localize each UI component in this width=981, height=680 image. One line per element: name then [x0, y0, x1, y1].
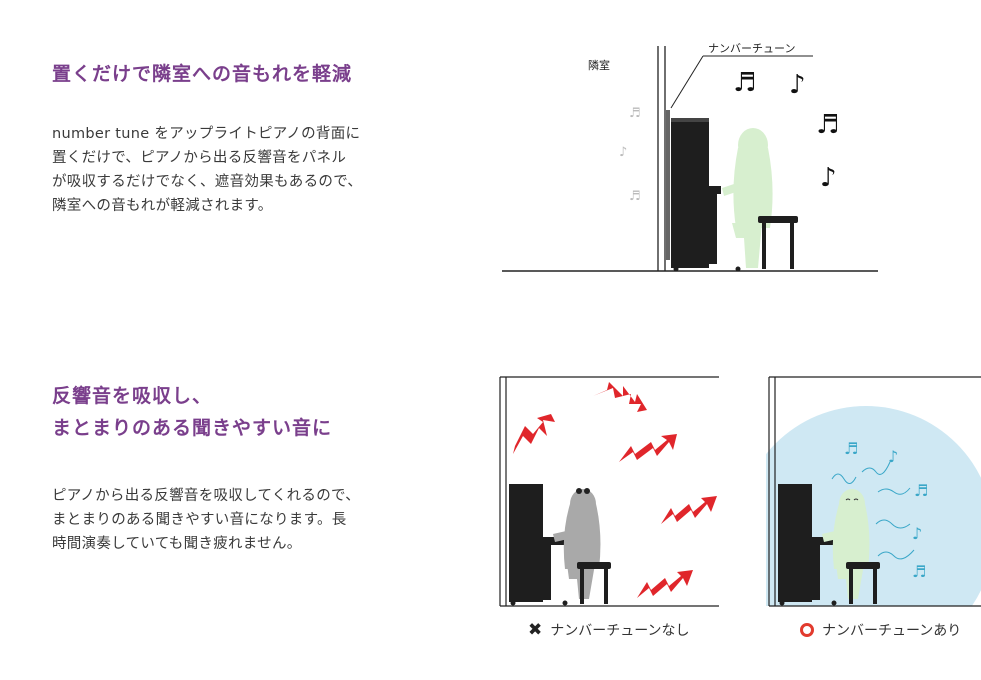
piano-bench-icon	[577, 562, 611, 604]
smiling-eyes-icon	[845, 498, 859, 501]
piano-bench-icon	[846, 562, 880, 604]
panel-leader-diag	[670, 55, 704, 109]
music-note-icon: ♬	[733, 68, 756, 98]
number-tune-panel	[666, 110, 670, 260]
faint-note-icon: ♬	[629, 189, 641, 204]
music-note-icon: ♬	[912, 562, 926, 581]
section1-line: 隣室への音もれが軽減されます。	[52, 198, 273, 214]
section1-line: number tune をアップライトピアノの背面に	[52, 126, 361, 142]
section1-line: が吸収するだけでなく、遮音効果もあるので、	[52, 174, 363, 190]
section2-heading: 反響音を吸収し、 まとまりのある聞きやすい音に	[52, 380, 332, 444]
echo-diagram-with: ♬ ♪ ♬ ♪ ♬	[766, 376, 981, 607]
reflection-arrow-icon	[637, 570, 693, 598]
circle-outline-icon	[800, 623, 814, 637]
section1-heading: 置くだけで隣室への音もれを軽減	[52, 63, 353, 85]
caption-with: ナンバーチューンあり	[800, 620, 961, 640]
reflection-arrow-icon	[513, 414, 555, 454]
section2-body: ピアノから出る反響音を吸収してくれるので、 まとまりのある聞きやすい音になります…	[52, 484, 452, 556]
soundproof-diagram: 隣室 ナンバーチューン ♬ ♪ ♬ ♪ ♬ ♪ ♬	[502, 42, 878, 272]
bow-icon	[576, 488, 590, 494]
faint-note-icon: ♪	[619, 145, 627, 160]
reflection-arrow-icon	[661, 496, 717, 524]
sound-wave-icon	[831, 461, 915, 560]
room-label: 隣室	[588, 58, 610, 72]
panel-label: ナンバーチューン	[708, 42, 795, 55]
section2-line: ピアノから出る反響音を吸収してくれるので、	[52, 488, 361, 504]
upright-piano-icon	[509, 484, 569, 606]
section1-line: 置くだけで、ピアノから出る反響音をパネル	[52, 150, 347, 166]
reflection-arrow-icon	[593, 382, 647, 412]
music-note-icon: ♪	[789, 70, 806, 100]
pianist-figure-icon	[722, 128, 773, 268]
music-note-icon: ♬	[844, 439, 858, 458]
upright-piano-icon	[778, 484, 838, 606]
section2-heading-line: まとまりのある聞きやすい音に	[52, 417, 333, 439]
piano-bench-icon	[758, 216, 798, 269]
section1-body: number tune をアップライトピアノの背面に 置くだけで、ピアノから出る…	[52, 122, 452, 218]
music-note-icon: ♬	[914, 481, 928, 500]
upright-piano-icon	[671, 118, 741, 272]
section2-line: 時間演奏していても聞き疲れません。	[52, 536, 302, 552]
music-note-icon: ♪	[912, 524, 922, 543]
pianist-figure-icon	[553, 489, 601, 599]
caption-with-label: ナンバーチューンあり	[822, 623, 962, 639]
section2-heading-line: 反響音を吸収し、	[52, 385, 213, 407]
music-note-icon: ♪	[888, 447, 898, 466]
caption-without: ✖ ナンバーチューンなし	[528, 620, 690, 640]
music-note-icon: ♬	[816, 110, 839, 140]
cross-icon: ✖	[528, 620, 543, 640]
section2-line: まとまりのある聞きやすい音になります。長	[52, 512, 347, 528]
reflection-arrow-icon	[619, 434, 677, 462]
music-note-icon: ♪	[820, 163, 837, 193]
faint-note-icon: ♬	[629, 106, 641, 121]
caption-without-label: ナンバーチューンなし	[550, 623, 690, 639]
echo-diagram-without	[499, 376, 719, 607]
